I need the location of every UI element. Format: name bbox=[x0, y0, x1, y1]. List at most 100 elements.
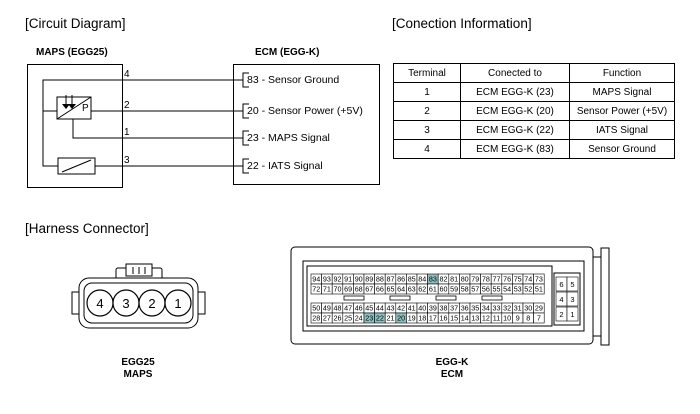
eggk-pin-number: 72 bbox=[312, 285, 320, 294]
eggk-pin-number: 14 bbox=[461, 314, 469, 323]
eggk-pin-number: 20 bbox=[397, 314, 405, 323]
eggk-pin-number: 68 bbox=[355, 285, 363, 294]
eggk-pin-number: 59 bbox=[450, 285, 458, 294]
eggk-name: EGG-K bbox=[435, 357, 469, 368]
egg25-caption: EGG25 MAPS bbox=[98, 357, 178, 381]
eggk-pin-number: 27 bbox=[323, 314, 331, 323]
maps-sensor-box bbox=[27, 64, 123, 188]
egg25-pin: 3 bbox=[122, 296, 130, 311]
eggk-side-pin-cell bbox=[566, 291, 579, 307]
eggk-pin-number: 49 bbox=[323, 304, 331, 313]
ecm-signal-label: 20 - Sensor Power (+5V) bbox=[247, 105, 363, 117]
eggk-pin-number: 63 bbox=[408, 285, 416, 294]
eggk-pin-number: 75 bbox=[514, 275, 522, 284]
eggk-pin-number: 31 bbox=[514, 304, 522, 313]
table-row: 4 ECM EGG-K (83) Sensor Ground bbox=[393, 139, 675, 159]
eggk-pin-number: 11 bbox=[493, 314, 500, 323]
eggk-pin-number: 47 bbox=[344, 304, 352, 313]
eggk-pin-number: 52 bbox=[524, 285, 532, 294]
eggk-pin-number: 64 bbox=[397, 285, 405, 294]
maps-pin-label: 1 bbox=[124, 127, 130, 138]
eggk-pin-number: 86 bbox=[397, 275, 405, 284]
eggk-pin-number: 57 bbox=[471, 285, 479, 294]
eggk-pin-number: 41 bbox=[408, 304, 416, 313]
eggk-pin-number: 21 bbox=[387, 314, 395, 323]
eggk-pin-number: 50 bbox=[312, 304, 320, 313]
eggk-pin-number: 53 bbox=[514, 285, 522, 294]
eggk-pin-number: 77 bbox=[493, 275, 501, 284]
eggk-pin-number: 34 bbox=[482, 304, 490, 313]
egg25-name: EGG25 bbox=[121, 357, 155, 368]
maps-pin-label: 3 bbox=[124, 155, 130, 166]
eggk-pin-number: 79 bbox=[471, 275, 479, 284]
circuit-diagram-title: [Circuit Diagram] bbox=[25, 16, 126, 31]
eggk-pin-number: 58 bbox=[461, 285, 469, 294]
table-cell: Sensor Ground bbox=[569, 139, 675, 159]
maps-pin-label: 4 bbox=[124, 69, 130, 80]
eggk-pin-number: 17 bbox=[429, 314, 437, 323]
eggk-pin-number: 89 bbox=[365, 275, 373, 284]
eggk-pin-number: 51 bbox=[535, 285, 543, 294]
eggk-label: ECM bbox=[440, 369, 464, 380]
eggk-side-pin-number: 5 bbox=[570, 280, 574, 289]
eggk-pin-number: 55 bbox=[493, 285, 501, 294]
eggk-pin-number: 65 bbox=[387, 285, 395, 294]
ecm-signal-label: 83 - Sensor Ground bbox=[247, 74, 340, 86]
table-row: 2 ECM EGG-K (20) Sensor Power (+5V) bbox=[393, 101, 675, 121]
eggk-pin-number: 28 bbox=[312, 314, 320, 323]
eggk-pin-number: 23 bbox=[365, 314, 373, 323]
eggk-side-pin-number: 2 bbox=[559, 310, 563, 319]
eggk-pin-number: 42 bbox=[397, 304, 405, 313]
eggk-pin-number: 80 bbox=[461, 275, 469, 284]
ecm-box bbox=[233, 64, 380, 185]
eggk-pin-number: 22 bbox=[376, 314, 384, 323]
ecm-signal-label: 22 - IATS Signal bbox=[247, 160, 323, 172]
eggk-side-pin-number: 1 bbox=[570, 310, 574, 319]
table-row: 1 ECM EGG-K (23) MAPS Signal bbox=[393, 82, 675, 102]
eggk-pin-number: 45 bbox=[365, 304, 373, 313]
eggk-pin-number: 12 bbox=[482, 314, 490, 323]
eggk-pin-number: 94 bbox=[312, 275, 320, 284]
eggk-pin-number: 85 bbox=[408, 275, 416, 284]
eggk-pin-number: 29 bbox=[535, 304, 543, 313]
eggk-pin-number: 32 bbox=[503, 304, 511, 313]
eggk-pin-number: 54 bbox=[503, 285, 511, 294]
eggk-pin-number: 67 bbox=[365, 285, 373, 294]
eggk-pin-number: 56 bbox=[482, 285, 490, 294]
eggk-side-pin-number: 6 bbox=[559, 280, 563, 289]
eggk-side-pin-number: 3 bbox=[570, 295, 574, 304]
eggk-pin-number: 62 bbox=[418, 285, 426, 294]
eggk-pin-number: 48 bbox=[334, 304, 342, 313]
table-row: 3 ECM EGG-K (22) IATS Signal bbox=[393, 120, 675, 140]
eggk-pin-number: 13 bbox=[471, 314, 479, 323]
table-cell: ECM EGG-K (83) bbox=[460, 139, 570, 159]
eggk-pin-number: 90 bbox=[355, 275, 363, 284]
eggk-pin-number: 76 bbox=[503, 275, 511, 284]
eggk-pin-number: 61 bbox=[429, 285, 437, 294]
table-cell: 4 bbox=[393, 139, 461, 159]
eggk-pin-number: 92 bbox=[334, 275, 342, 284]
eggk-pin-cell bbox=[533, 283, 545, 295]
egg25-pin: 4 bbox=[96, 296, 104, 311]
eggk-pin-number: 25 bbox=[344, 314, 352, 323]
eggk-pin-number: 33 bbox=[493, 304, 501, 313]
eggk-pin-number: 46 bbox=[355, 304, 363, 313]
eggk-side-pin-cell bbox=[566, 306, 579, 322]
eggk-caption: EGG-K ECM bbox=[412, 357, 492, 381]
eggk-pin-number: 16 bbox=[440, 314, 448, 323]
eggk-pin-number: 71 bbox=[323, 285, 331, 294]
eggk-pin-number: 19 bbox=[408, 314, 416, 323]
ecm-title: ECM (EGG-K) bbox=[255, 47, 320, 58]
eggk-pin-number: 9 bbox=[516, 314, 520, 323]
eggk-pin-number: 69 bbox=[344, 285, 352, 294]
egg25-label: MAPS bbox=[123, 369, 153, 380]
eggk-pin-number: 8 bbox=[526, 314, 530, 323]
eggk-pin-number: 43 bbox=[387, 304, 395, 313]
eggk-pin-number: 78 bbox=[482, 275, 490, 284]
eggk-pin-number: 35 bbox=[471, 304, 479, 313]
connection-table: Terminal Conected to Function 1 ECM EGG-… bbox=[393, 63, 675, 159]
eggk-pin-number: 38 bbox=[440, 304, 448, 313]
connection-info-title: [Conection Information] bbox=[392, 16, 532, 31]
